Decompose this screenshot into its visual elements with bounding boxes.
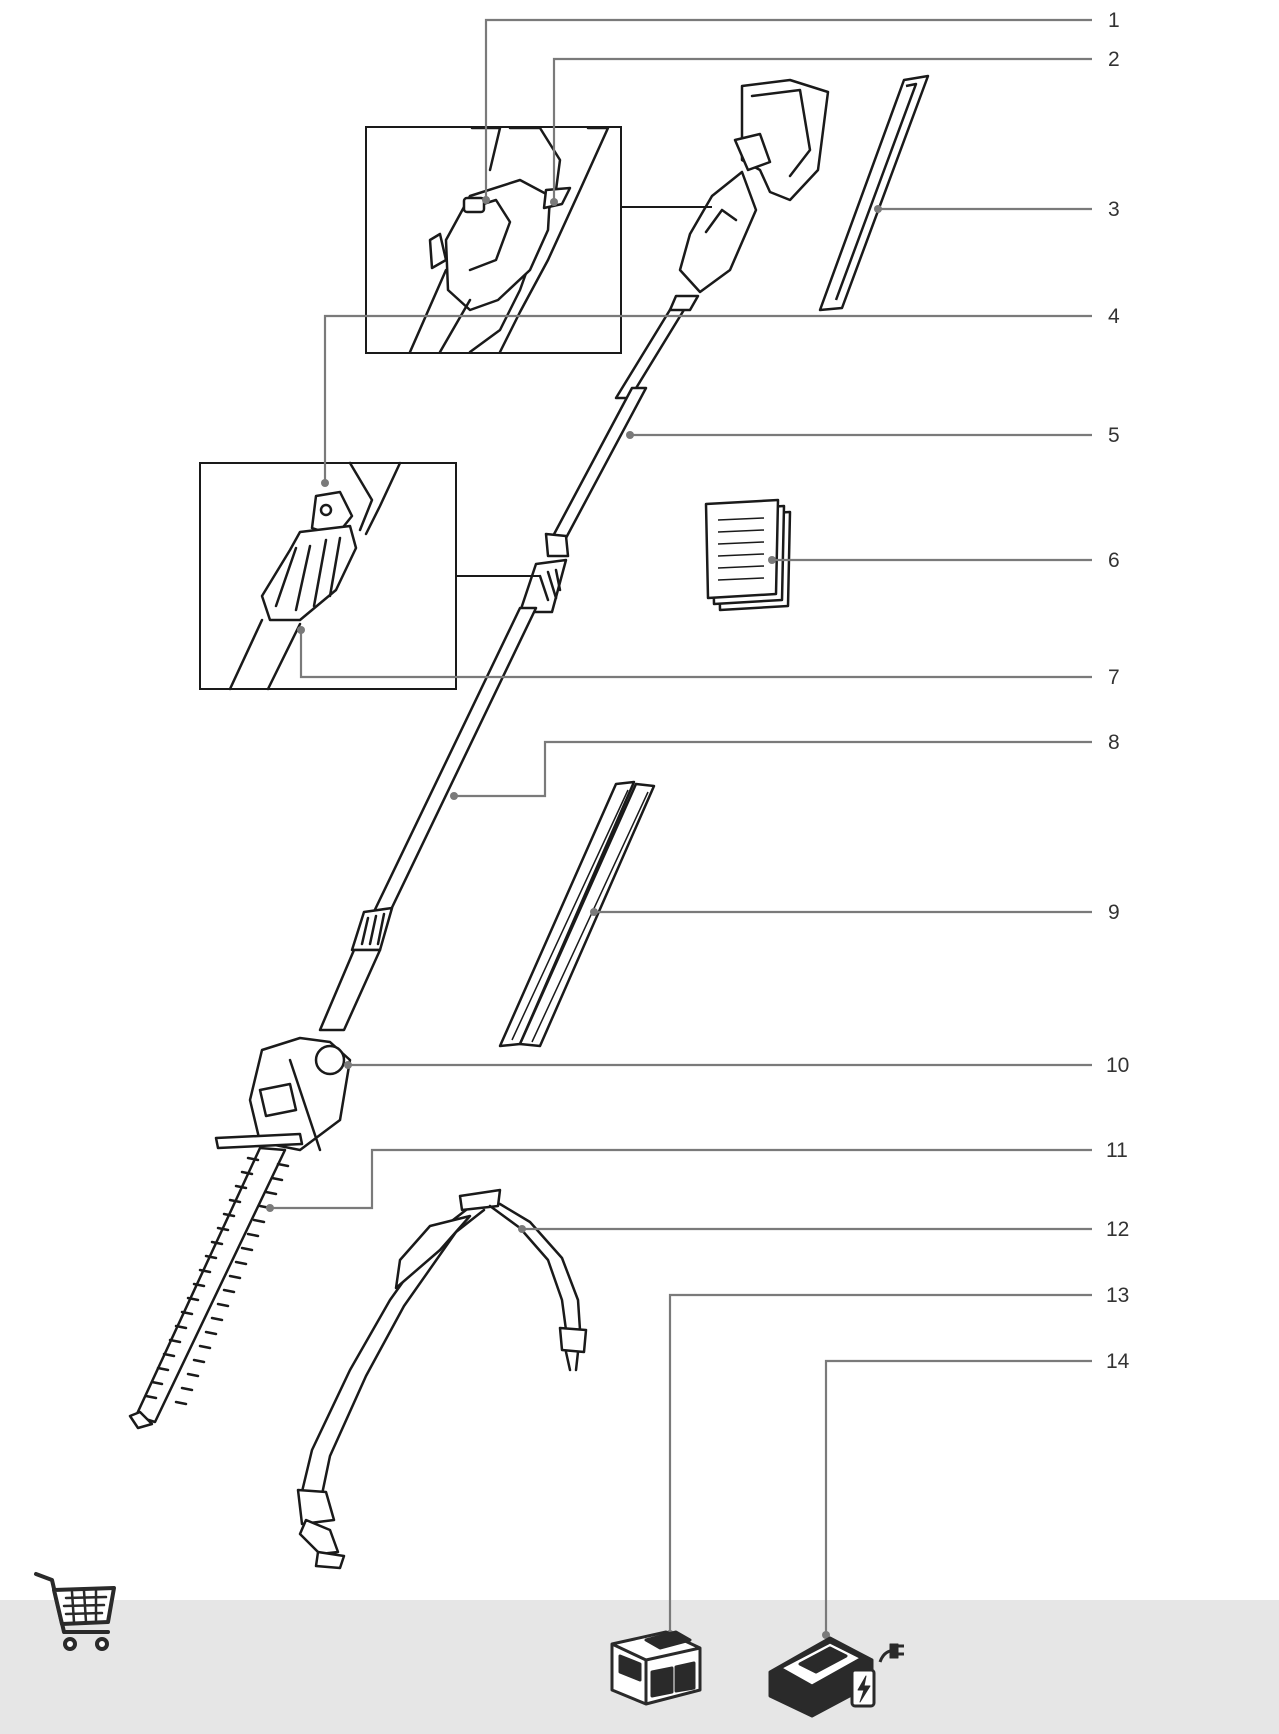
- callout-8: 8: [1108, 731, 1120, 754]
- blade-cover-part-3: [818, 74, 930, 312]
- charger-icon: [768, 1636, 904, 1718]
- callout-2: 2: [1108, 48, 1120, 71]
- callout-1: 1: [1108, 9, 1120, 32]
- battery-icon: [610, 1630, 702, 1706]
- leader-lines: [270, 18, 1092, 1635]
- inset-clamp-detail: [199, 461, 457, 691]
- shopping-cart-icon: [34, 1572, 116, 1651]
- callout-9: 9: [1108, 901, 1120, 924]
- callout-3: 3: [1108, 198, 1120, 221]
- blade-guard-part-9: [498, 780, 656, 1048]
- callout-5: 5: [1108, 424, 1120, 447]
- callout-6: 6: [1108, 549, 1120, 572]
- callout-7: 7: [1108, 666, 1120, 689]
- shoulder-strap-part-12: [296, 1188, 588, 1570]
- callout-12: 12: [1106, 1218, 1129, 1241]
- callout-4: 4: [1108, 305, 1120, 328]
- manual-icon: [704, 498, 792, 612]
- callout-11: 11: [1106, 1139, 1128, 1162]
- callout-14: 14: [1106, 1350, 1130, 1373]
- inset-switch-detail: [365, 126, 622, 354]
- pole-hedge-trimmer: [128, 78, 830, 1430]
- callout-10: 10: [1106, 1054, 1129, 1077]
- callout-13: 13: [1106, 1284, 1129, 1307]
